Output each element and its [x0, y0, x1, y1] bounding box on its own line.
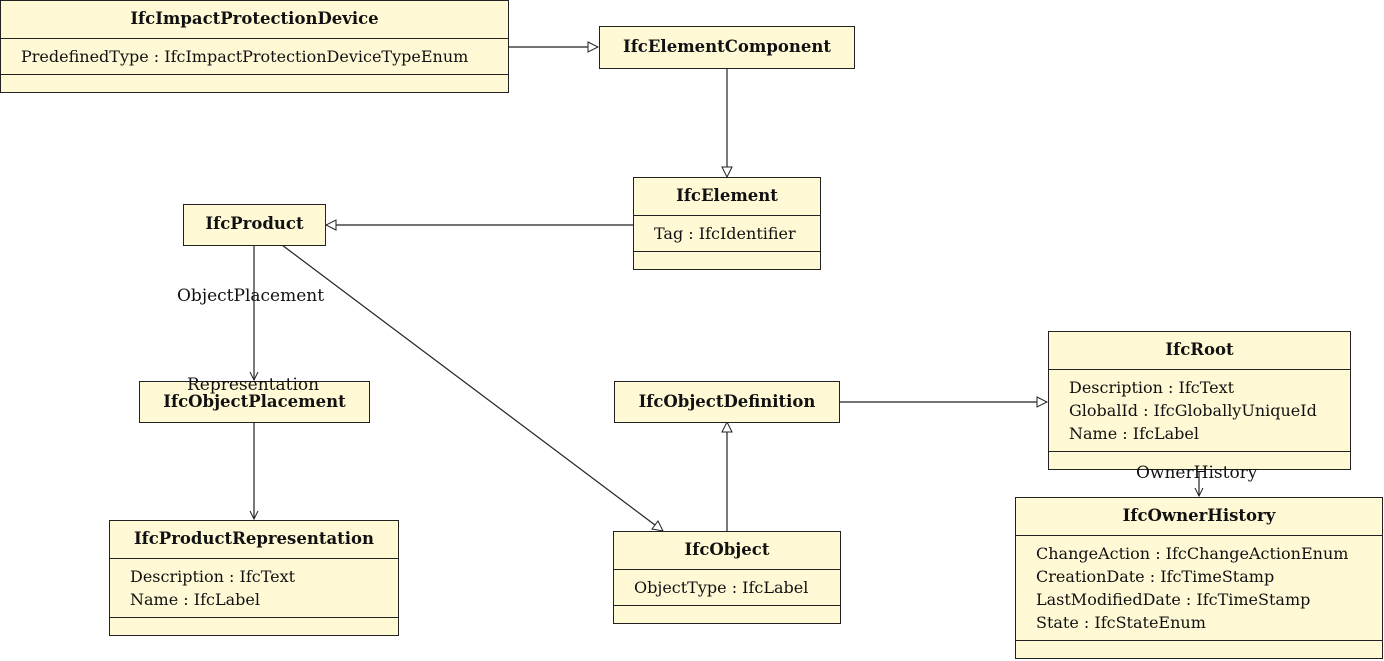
class-name: IfcObject [684, 540, 770, 559]
attribute: Description : IfcText [1069, 378, 1235, 397]
class-attributes: PredefinedType : IfcImpactProtectionDevi… [1, 38, 508, 75]
class-name: IfcImpactProtectionDevice [130, 9, 379, 28]
class-name: IfcElementComponent [622, 37, 832, 56]
class-ifcobjectplacement[interactable]: IfcObjectPlacement [139, 381, 370, 423]
attribute: Name : IfcLabel [1069, 424, 1199, 443]
attribute: Name : IfcLabel [130, 590, 260, 609]
class-ifcproduct[interactable]: IfcProduct [183, 204, 326, 246]
inheritance-product-to-object [281, 244, 663, 531]
class-name: IfcElement [676, 186, 778, 205]
class-ifcelement[interactable]: IfcElement Tag : IfcIdentifier [633, 177, 821, 270]
attribute: CreationDate : IfcTimeStamp [1036, 567, 1275, 586]
class-name: IfcProduct [205, 214, 304, 233]
class-name: IfcOwnerHistory [1122, 506, 1276, 525]
class-operations [614, 606, 840, 623]
attribute: Tag : IfcIdentifier [654, 224, 796, 243]
edge-label-objectplacement: ObjectPlacement [177, 286, 325, 306]
class-name: IfcObjectPlacement [163, 392, 346, 411]
class-operations [1, 75, 508, 92]
edge-label-representation: Representation [187, 375, 320, 395]
class-ifcproductrepresentation[interactable]: IfcProductRepresentation Description : I… [109, 520, 399, 636]
attribute: LastModifiedDate : IfcTimeStamp [1036, 590, 1311, 609]
attribute: ChangeAction : IfcChangeActionEnum [1036, 544, 1349, 563]
attribute: State : IfcStateEnum [1036, 613, 1206, 632]
class-attributes: Description : IfcText GlobalId : IfcGlob… [1049, 369, 1350, 452]
class-operations [110, 618, 398, 635]
edge-label-ownerhistory: OwnerHistory [1136, 463, 1258, 483]
attribute: ObjectType : IfcLabel [634, 578, 809, 597]
class-attributes: Description : IfcText Name : IfcLabel [110, 558, 398, 618]
attribute: PredefinedType : IfcImpactProtectionDevi… [21, 47, 469, 66]
class-ifcimpactprotectiondevice[interactable]: IfcImpactProtectionDevice PredefinedType… [0, 0, 509, 93]
class-ifcelementcomponent[interactable]: IfcElementComponent [599, 26, 855, 69]
class-operations [634, 252, 820, 269]
class-ifcobjectdefinition[interactable]: IfcObjectDefinition [614, 381, 840, 423]
attribute: Description : IfcText [130, 567, 296, 586]
class-attributes: ObjectType : IfcLabel [614, 569, 840, 606]
class-name: IfcObjectDefinition [638, 392, 816, 411]
attribute: GlobalId : IfcGloballyUniqueId [1069, 401, 1317, 420]
class-name: IfcRoot [1165, 340, 1234, 359]
class-attributes: Tag : IfcIdentifier [634, 215, 820, 252]
class-ifcobject[interactable]: IfcObject ObjectType : IfcLabel [613, 531, 841, 624]
class-ifcownerhistory[interactable]: IfcOwnerHistory ChangeAction : IfcChange… [1015, 497, 1383, 659]
class-ifcroot[interactable]: IfcRoot Description : IfcText GlobalId :… [1048, 331, 1351, 470]
class-name: IfcProductRepresentation [133, 529, 375, 548]
class-operations [1016, 641, 1382, 658]
class-attributes: ChangeAction : IfcChangeActionEnum Creat… [1016, 535, 1382, 641]
